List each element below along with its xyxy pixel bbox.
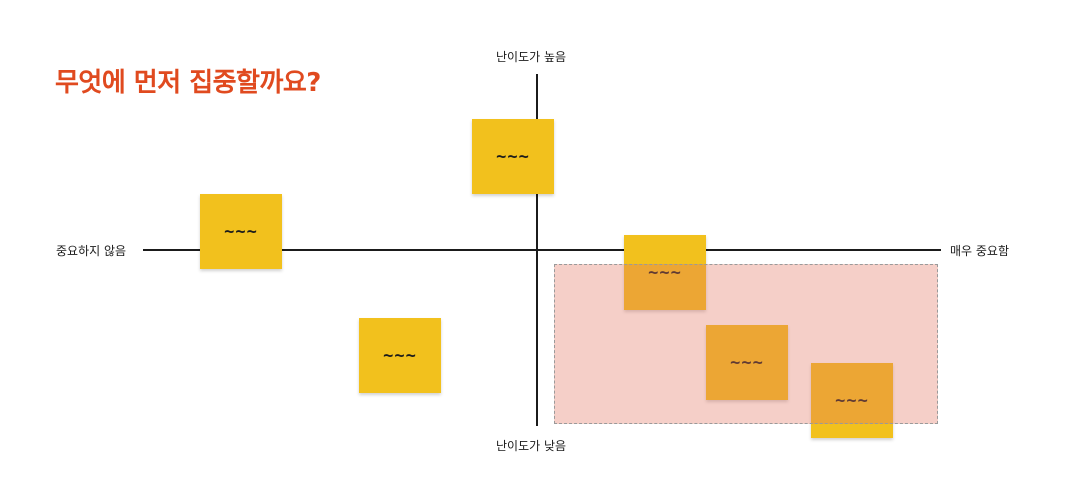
axis-label-very-important: 매우 중요함 bbox=[950, 244, 1010, 258]
sticky-note[interactable]: ~~~ bbox=[706, 325, 788, 400]
sticky-note[interactable]: ~~~ bbox=[472, 119, 554, 194]
axis-label-low-difficulty: 난이도가 낮음 bbox=[496, 439, 567, 453]
sticky-note[interactable]: ~~~ bbox=[811, 363, 893, 438]
difficulty-axis bbox=[536, 74, 538, 426]
sticky-note[interactable]: ~~~ bbox=[624, 235, 706, 310]
axis-label-not-important: 중요하지 않음 bbox=[56, 244, 127, 258]
importance-axis bbox=[143, 249, 941, 251]
page-title: 무엇에 먼저 집중할까요? bbox=[55, 68, 321, 98]
axis-label-high-difficulty: 난이도가 높음 bbox=[496, 50, 567, 64]
sticky-note[interactable]: ~~~ bbox=[200, 194, 282, 269]
sticky-note[interactable]: ~~~ bbox=[359, 318, 441, 393]
